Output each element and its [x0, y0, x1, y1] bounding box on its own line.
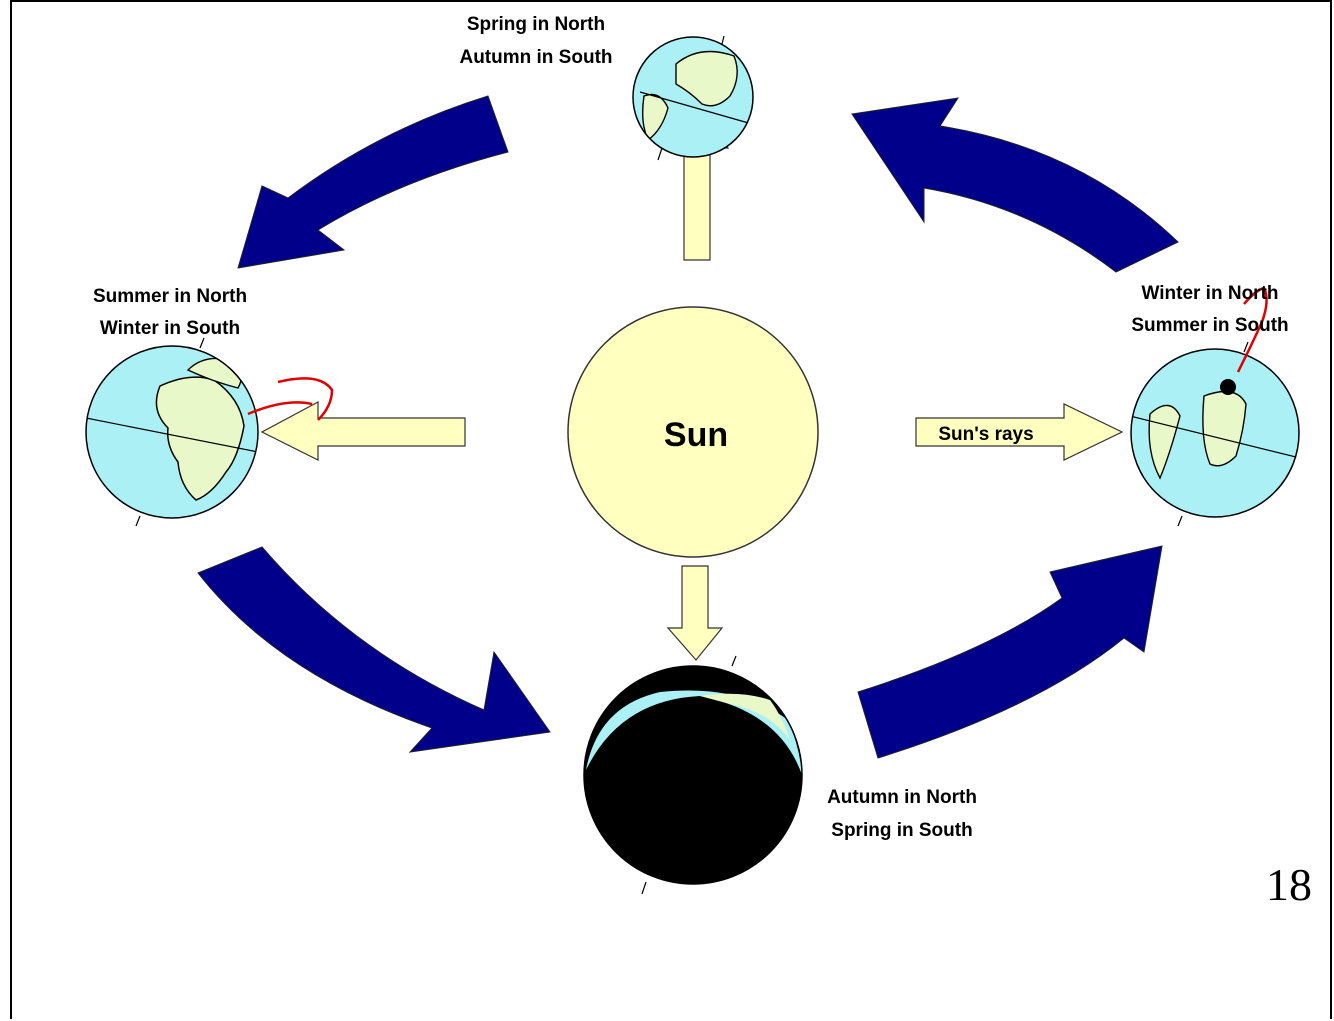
- slide-frame: [10, 0, 1332, 1019]
- slide-number: 18: [1266, 859, 1312, 910]
- orbit-arrow-bottom-left: [197, 546, 551, 753]
- earth-right: [1130, 286, 1300, 527]
- ray-arrow-left: [260, 400, 466, 461]
- sun: [567, 306, 819, 558]
- earth-bottom: [583, 655, 803, 895]
- orbit-arrow-top-left: [237, 95, 509, 269]
- sun-rays-label: Sun's rays: [938, 424, 1033, 445]
- label-winter-north: Winter in North: [1141, 283, 1278, 304]
- label-summer-north: Summer in North: [93, 286, 247, 307]
- orbit-arrow-top-right: [851, 97, 1179, 273]
- ray-arrow-down: [666, 565, 724, 661]
- earth-left: [85, 337, 334, 527]
- label-spring-north: Spring in North: [467, 14, 605, 35]
- orbit-arrow-bottom-right: [857, 545, 1163, 759]
- earth-top: [632, 35, 754, 161]
- ray-arrow-right: [915, 403, 1124, 461]
- label-spring-south: Spring in South: [831, 820, 972, 841]
- label-winter-south: Winter in South: [100, 318, 240, 339]
- label-autumn-south: Autumn in South: [459, 47, 612, 68]
- sun-label: Sun: [664, 416, 728, 454]
- label-autumn-north: Autumn in North: [827, 787, 977, 808]
- label-summer-south: Summer in South: [1131, 315, 1288, 336]
